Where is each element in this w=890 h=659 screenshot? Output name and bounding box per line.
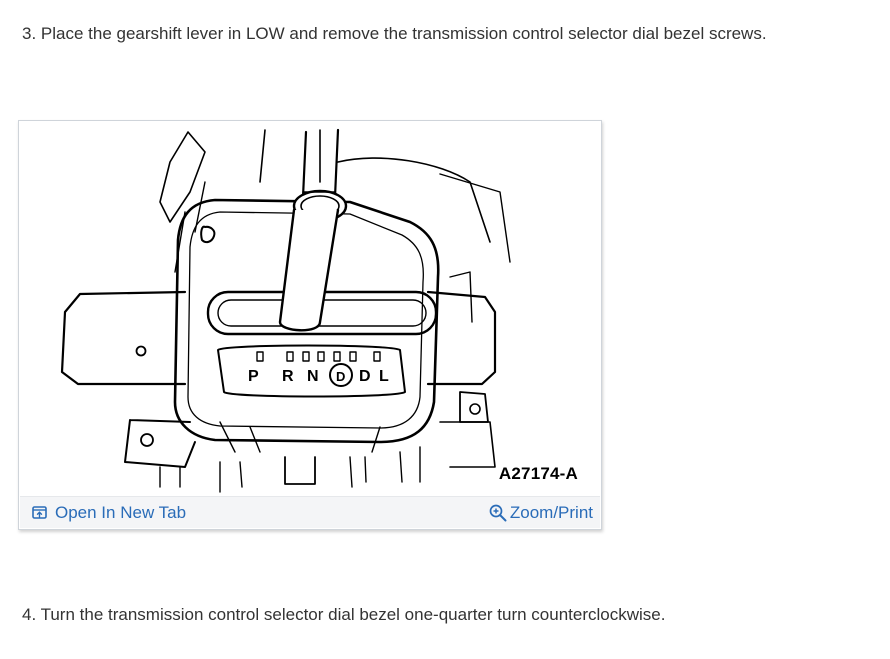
gear-letter-overdrive: D	[336, 369, 345, 384]
zoom-in-magnifier-icon	[489, 504, 507, 521]
step-3-text: 3. Place the gearshift lever in LOW and …	[22, 24, 767, 43]
gear-letter-p: P	[248, 368, 259, 385]
gear-letter-d: D	[359, 368, 371, 385]
gearshift-bezel-illustration[interactable]: P R N D D L A27174-A	[20, 122, 600, 496]
gear-letter-l: L	[379, 368, 389, 385]
figure-card: P R N D D L A27174-A Open In New Tab	[18, 120, 602, 530]
open-in-new-tab-label: Open In New Tab	[55, 502, 187, 522]
zoom-print-label: Zoom/Print	[509, 502, 593, 522]
gear-letter-n: N	[307, 368, 319, 385]
open-in-new-tab-icon	[32, 506, 47, 519]
zoom-print-link[interactable]: Zoom/Print	[489, 497, 593, 528]
figure-label: A27174-A	[498, 464, 578, 483]
step-4-text: 4. Turn the transmission control selecto…	[22, 605, 666, 624]
gear-letter-r: R	[282, 368, 294, 385]
open-in-new-tab-link[interactable]: Open In New Tab	[32, 497, 186, 528]
figure-toolbar: Open In New Tab Zoom/Print	[20, 496, 600, 528]
